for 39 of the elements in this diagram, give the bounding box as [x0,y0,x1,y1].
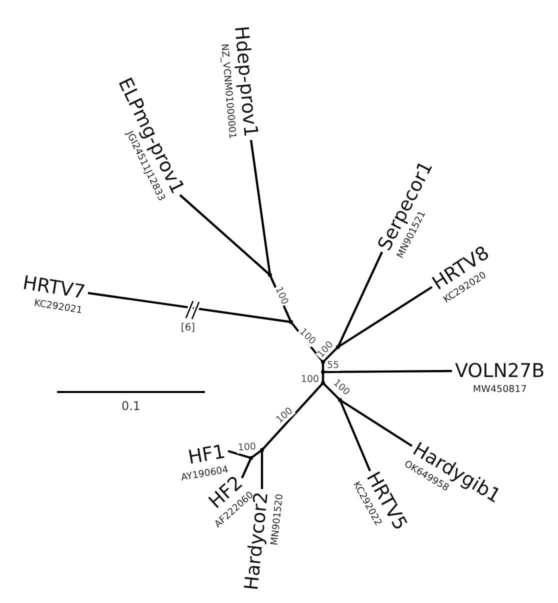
bootstrap-value: 100 [272,284,290,308]
tree-branch [260,450,264,489]
tree-branch [250,140,272,276]
branch-point [321,370,325,374]
tree-branch [250,449,263,459]
tree-branch [88,292,292,324]
accession-number: MW450817 [472,384,527,395]
bootstrap-value: 55 [326,361,340,371]
branch-point [260,448,264,452]
branch-point [268,273,272,277]
tree-branch [179,194,271,276]
branch-point [321,360,325,364]
accession-number: NZ_VCNM01000001 [218,43,238,140]
tree-branch [322,362,324,372]
tree-branch [337,252,383,348]
branch-point [321,381,325,385]
accession-number: KC292021 [33,298,83,316]
tree-branch [228,450,252,460]
tree-branch [290,321,324,363]
tree-branch [338,400,372,472]
bootstrap-value: 100 [236,442,258,454]
tree-branch [323,370,452,374]
tree-branch [322,382,341,401]
tree-branch [261,382,324,451]
tree-branch [339,399,413,447]
branch-point [338,398,342,402]
accession-number: MN901520 [269,493,286,546]
branch-point [289,320,293,324]
bootstrap-value: 100 [300,375,320,385]
taxon-name: VOLN27B [455,359,545,384]
branch-point [249,456,253,460]
tree-branch [322,372,324,383]
branch-length-note: [6] [180,322,196,334]
scale-label: 0.1 [121,399,141,413]
bootstrap-value: 100 [274,406,296,426]
tree-branch [241,458,252,478]
tree-branch [322,346,339,363]
branch-point [336,345,340,349]
tree-branch [337,286,433,348]
